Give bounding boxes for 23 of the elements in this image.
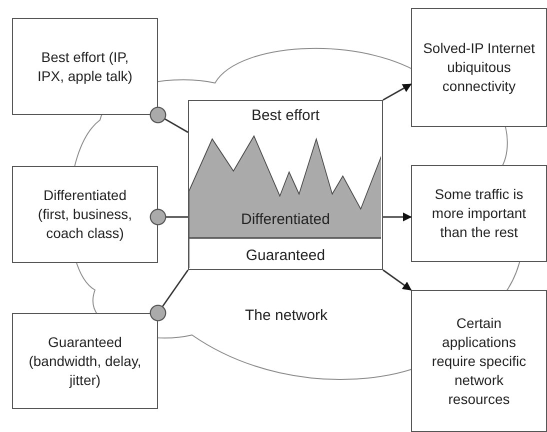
box-label: Guaranteed (bandwidth, delay, jitter) [28,332,142,390]
arrow [382,84,412,101]
connector-line [150,208,188,226]
arrow [383,212,412,222]
text-box [411,8,547,127]
box-label: Some traffic is more important than the rest [430,185,528,242]
band-label: Differentiated [240,211,331,228]
box-label: Best effort (IP, IPX, apple talk) [36,48,134,86]
band-label: Guaranteed [244,247,326,264]
connector-line [150,270,189,322]
box-label: Solved-IP Internet ubiquitous connectivity [422,39,536,96]
text-box [12,166,158,263]
text-box [411,165,547,262]
text-box [411,290,547,432]
box-label: Certain applications require specific network resources [430,314,528,408]
arrow [382,269,412,291]
box-label: Differentiated (first, business, coach class) [36,186,134,243]
connector-line [150,106,188,133]
cloud-label: The network [245,307,328,324]
traffic-class-box [188,100,383,270]
band-label: Best effort [250,107,321,124]
text-box [12,18,158,115]
text-box [12,313,158,409]
